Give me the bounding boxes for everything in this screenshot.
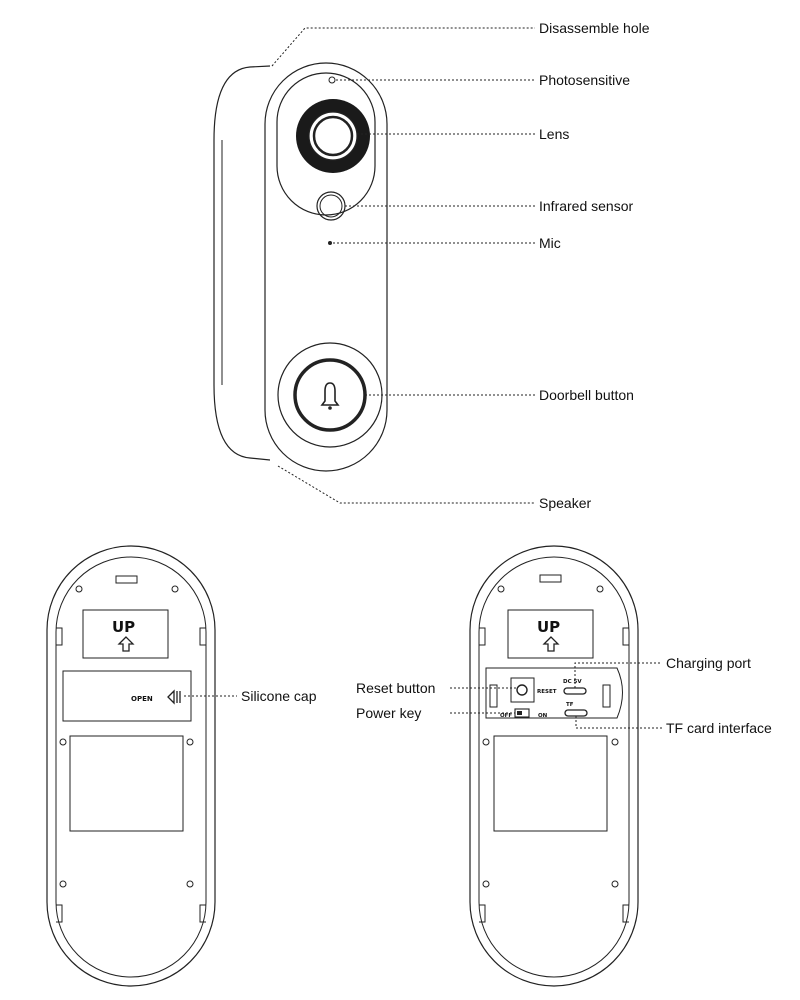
off-text: OFF [500, 713, 512, 719]
top-slot-left [115, 575, 138, 584]
label-infrared-sensor: Infrared sensor [539, 198, 633, 214]
reset-button [516, 684, 528, 696]
doorbell-side-shell [213, 65, 271, 461]
bell-icon [320, 382, 340, 410]
open-arrow-icon [167, 689, 181, 705]
back-view-left: UP OPEN [46, 545, 216, 987]
label-speaker: Speaker [539, 495, 591, 511]
label-reset-button: Reset button [356, 680, 435, 696]
label-power-key: Power key [356, 705, 421, 721]
up-window-right [507, 609, 594, 659]
label-photosensitive: Photosensitive [539, 72, 630, 88]
up-text-right: UP [537, 618, 560, 636]
dc-text: DC 5V [563, 679, 582, 685]
label-silicone-cap: Silicone cap [241, 688, 317, 704]
battery-window-left [69, 735, 184, 832]
front-doorbell [213, 62, 388, 472]
up-arrow-icon [117, 636, 135, 652]
up-window-left [82, 609, 169, 659]
port-panel [485, 667, 623, 719]
camera-module [276, 72, 376, 216]
back-view-right: UP RESET DC 5V OFF ON TF [469, 545, 639, 987]
label-doorbell-button: Doorbell button [539, 387, 634, 403]
front-leaders [271, 27, 535, 504]
lens [308, 111, 358, 161]
label-lens: Lens [539, 126, 569, 142]
doorbell-button [293, 358, 367, 432]
up-arrow-icon [542, 636, 560, 652]
infrared-sensor [316, 191, 346, 221]
back-inner-shell-left [55, 556, 207, 978]
label-tf-card-interface: TF card interface [666, 720, 772, 736]
open-text: OPEN [131, 695, 153, 703]
reset-button-housing [510, 677, 535, 703]
leader-tf-card [575, 716, 662, 729]
photosensitive-sensor [328, 76, 336, 84]
back-inner-shell-right [478, 556, 630, 978]
top-slot-right [539, 574, 562, 583]
charging-port [563, 687, 587, 695]
tf-text: TF [566, 702, 574, 708]
back-outer-shell-right [469, 545, 639, 987]
leader-charging-port [574, 662, 662, 688]
up-text-left: UP [112, 618, 135, 636]
label-charging-port: Charging port [666, 655, 751, 671]
doorbell-front-face [264, 62, 388, 472]
battery-window-right [493, 735, 608, 832]
label-mic: Mic [539, 235, 561, 251]
on-text: ON [538, 713, 548, 719]
label-disassemble-hole: Disassemble hole [539, 20, 650, 36]
mic-hole [328, 241, 332, 245]
reset-text: RESET [537, 689, 557, 695]
back-outer-shell-left [46, 545, 216, 987]
silicone-cap [62, 670, 192, 722]
tf-card-slot [564, 709, 588, 717]
